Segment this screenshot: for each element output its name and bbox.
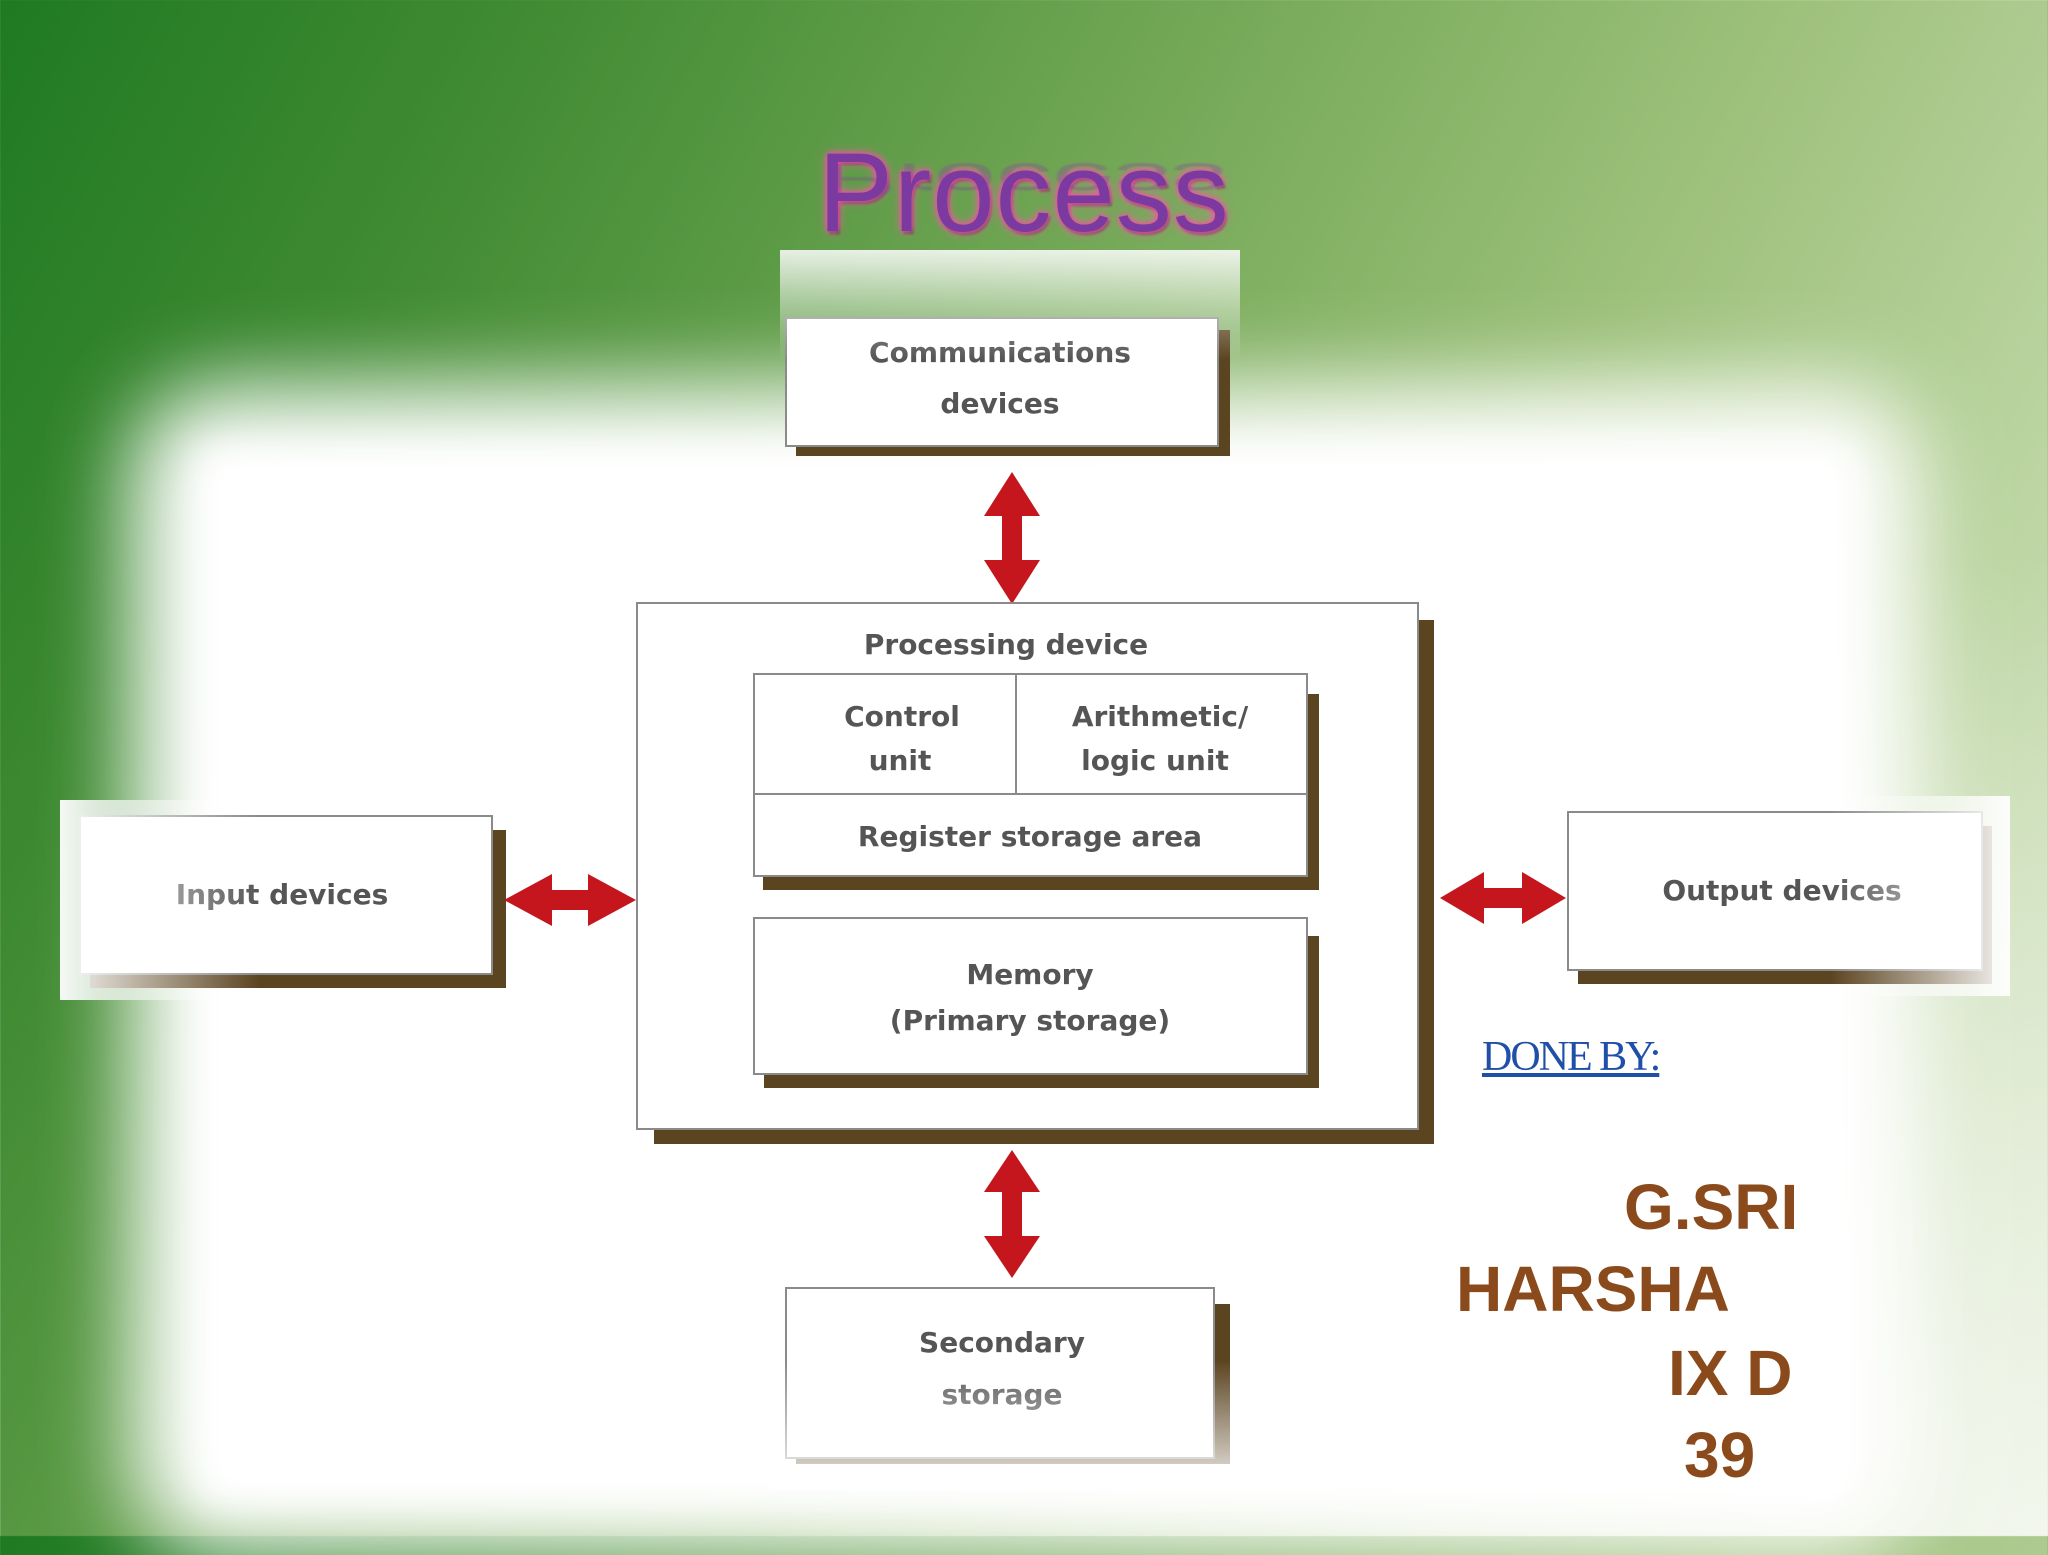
author-class: IX D [1668,1337,1793,1409]
output-fade [1830,796,2010,996]
author-first-name: G.SRI [1624,1171,1799,1243]
communications-fade [780,250,1240,360]
memory-label-line1: Memory [966,958,1093,991]
communications-devices-box: Communications devices [780,250,1240,456]
control-unit-label-line2: unit [869,744,932,777]
slide-title: Process [818,130,1230,255]
memory-label-line2: (Primary storage) [890,1004,1170,1037]
secondary-storage-label-line1: Secondary [919,1326,1085,1359]
alu-label-line1: Arithmetic/ [1072,700,1249,733]
arrow-input-processing [504,874,636,926]
cpu-box: Control unit Arithmetic/ logic unit Regi… [753,673,1319,890]
control-unit: Control unit [844,700,960,777]
arithmetic-logic-unit: Arithmetic/ logic unit [1072,700,1249,777]
arrow-processing-output [1440,872,1566,924]
arrow-processing-secondary [984,1150,1040,1278]
done-by-label: DONE BY: [1482,1034,1661,1080]
processing-device-label: Processing device [864,628,1148,661]
control-unit-label-line1: Control [844,700,960,733]
arrow-communications-processing [984,472,1040,604]
alu-label-line2: logic unit [1081,744,1229,777]
input-fade [60,800,260,1000]
input-devices-box: Input devices [60,800,506,1000]
secondary-fade [770,1360,1250,1490]
author-last-name: HARSHA [1456,1253,1730,1325]
register-storage-label: Register storage area [858,820,1202,853]
author-roll-number: 39 [1684,1419,1756,1491]
memory-box: Memory (Primary storage) [753,917,1319,1088]
communications-devices-label-line2: devices [940,387,1059,420]
secondary-storage-box: Secondary storage [770,1287,1250,1490]
output-devices-box: Output devices [1567,796,2010,996]
